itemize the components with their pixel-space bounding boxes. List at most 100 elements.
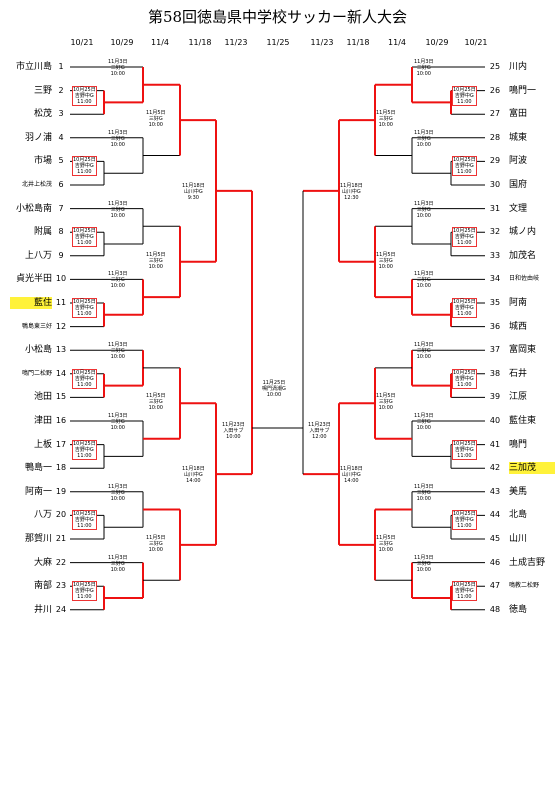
round-date: 11/23 <box>224 38 248 47</box>
team-number: 9 <box>58 250 64 260</box>
team-number: 16 <box>55 416 67 425</box>
team-number: 22 <box>55 557 67 567</box>
match-venue-label: 10月25日 吉野中G 11:00 <box>452 156 477 177</box>
match-venue-label: 11月5日 三好G 10:00 <box>146 251 166 270</box>
team-name: 城東 <box>509 132 528 143</box>
team-number: 32 <box>489 227 501 237</box>
round-date: 11/18 <box>188 38 212 47</box>
match-venue-label: 11月3日 三好G 10:00 <box>108 59 128 77</box>
team-name: 日和佐由岐 <box>509 275 540 283</box>
round-date: 11/23 <box>310 38 334 47</box>
match-venue-label: 11月18日 山川中G 12:30 <box>340 182 363 201</box>
match-venue-label: 11月5日 三好G 10:00 <box>376 251 396 270</box>
team-number: 48 <box>489 604 501 614</box>
team-name: 藍住東 <box>509 416 537 426</box>
team-name: 上八万 <box>24 250 52 261</box>
team-name: 文理 <box>509 203 528 214</box>
round-date: 11/18 <box>346 38 370 47</box>
match-venue-label: 11月23日 入田サブ 12:00 <box>308 422 331 440</box>
match-venue-label: 11月3日 三好G 10:00 <box>414 59 434 77</box>
team-name: 富田 <box>509 109 528 120</box>
match-venue-label: 11月5日 三好G 10:00 <box>376 110 396 129</box>
team-number: 21 <box>55 534 67 543</box>
match-venue-label: 11月3日 三好G 10:00 <box>108 129 128 148</box>
team-name: 徳島 <box>509 604 528 615</box>
team-number: 29 <box>489 156 501 166</box>
team-number: 39 <box>489 392 501 402</box>
match-venue-label: 11月5日 三好G 10:00 <box>146 534 166 553</box>
team-number: 17 <box>55 439 67 449</box>
match-venue-label: 11月3日 三好G 10:00 <box>108 200 128 219</box>
team-number: 15 <box>55 392 67 402</box>
team-number: 12 <box>55 321 67 331</box>
team-name: 鳴門一 <box>509 85 537 96</box>
team-name: 附属 <box>33 227 52 238</box>
team-name: 北島 <box>509 510 528 521</box>
match-venue-label: 11月3日 三好G 10:00 <box>414 271 434 290</box>
team-name: 池田 <box>33 392 52 403</box>
match-venue-label: 11月5日 三好G 10:00 <box>376 393 396 412</box>
match-venue-label: 11月3日 三好G 10:00 <box>414 554 434 573</box>
team-name: 三野 <box>33 85 52 96</box>
team-name: 貞光半田 <box>15 274 52 285</box>
team-number: 7 <box>58 203 64 213</box>
team-name: 阿南一 <box>24 486 52 497</box>
match-venue-label: 11月3日 三好G 10:00 <box>108 342 128 361</box>
team-name: 富岡東 <box>509 345 537 356</box>
team-number: 44 <box>489 510 501 520</box>
match-venue-label: 11月5日 三好G 10:00 <box>146 110 166 129</box>
match-venue-label: 11月3日 三好G 10:00 <box>108 483 128 502</box>
team-name: 阿波 <box>509 156 528 167</box>
round-date: 10/21 <box>70 38 94 47</box>
team-number: 27 <box>489 109 501 119</box>
team-name: 八万 <box>33 510 52 521</box>
round-date: 10/29 <box>425 38 449 47</box>
team-number: 30 <box>489 180 501 189</box>
team-number: 18 <box>55 463 67 473</box>
match-venue-label: 10月25日 吉野中G 11:00 <box>72 439 97 460</box>
match-venue-label: 10月25日 吉野中G 11:00 <box>72 156 97 177</box>
round-date: 11/25 <box>266 38 290 47</box>
team-name: 井川 <box>33 604 52 615</box>
team-name: 城ノ内 <box>509 227 537 238</box>
match-venue-label: 11月18日 山川中G 9:30 <box>182 182 205 201</box>
team-number: 13 <box>55 345 67 355</box>
team-name: 北井上松茂 <box>21 181 52 188</box>
team-name: 山川 <box>509 534 528 544</box>
team-name: 松茂 <box>33 109 52 120</box>
team-number: 20 <box>55 510 67 520</box>
team-name: 城西 <box>509 321 528 332</box>
match-venue-label: 11月3日 三好G 10:00 <box>414 483 434 502</box>
team-number: 25 <box>489 62 501 71</box>
team-name: 鳴門二松野 <box>21 369 52 377</box>
match-venue-label: 10月25日 吉野中G 11:00 <box>72 227 97 248</box>
team-number: 31 <box>489 203 501 213</box>
match-venue-label: 10月25日 吉野中G 11:00 <box>452 439 477 460</box>
match-venue-label: 10月25日 吉野中G 11:00 <box>72 368 97 389</box>
team-number: 47 <box>489 581 501 591</box>
team-number: 3 <box>58 109 64 119</box>
team-number: 26 <box>489 85 501 95</box>
round-date: 11/4 <box>151 38 169 47</box>
team-name: 南部 <box>33 581 52 592</box>
team-number: 24 <box>55 604 67 614</box>
team-number: 42 <box>489 463 501 473</box>
match-venue-label: 10月25日 吉野中G 11:00 <box>72 581 97 602</box>
match-venue-label: 11月3日 三好G 10:00 <box>108 413 128 431</box>
team-name: 江原 <box>509 392 528 403</box>
team-name: 那賀川 <box>24 534 52 544</box>
team-name: 石井 <box>509 368 528 379</box>
team-number: 11 <box>55 298 67 307</box>
match-venue-label: 11月3日 三好G 10:00 <box>108 271 128 290</box>
team-number: 23 <box>55 581 67 591</box>
match-venue-label: 11月25日 鳴門渦潮G 10:00 <box>262 380 286 398</box>
match-venue-label: 10月25日 吉野中G 11:00 <box>452 581 477 602</box>
team-name: 鳴門 <box>509 439 528 450</box>
team-number: 43 <box>489 486 501 496</box>
team-number: 41 <box>489 439 501 449</box>
team-name: 小松島 <box>24 345 52 356</box>
team-name: 羽ノ浦 <box>24 132 52 143</box>
team-number: 28 <box>489 132 501 142</box>
team-name: 市場 <box>33 156 52 167</box>
